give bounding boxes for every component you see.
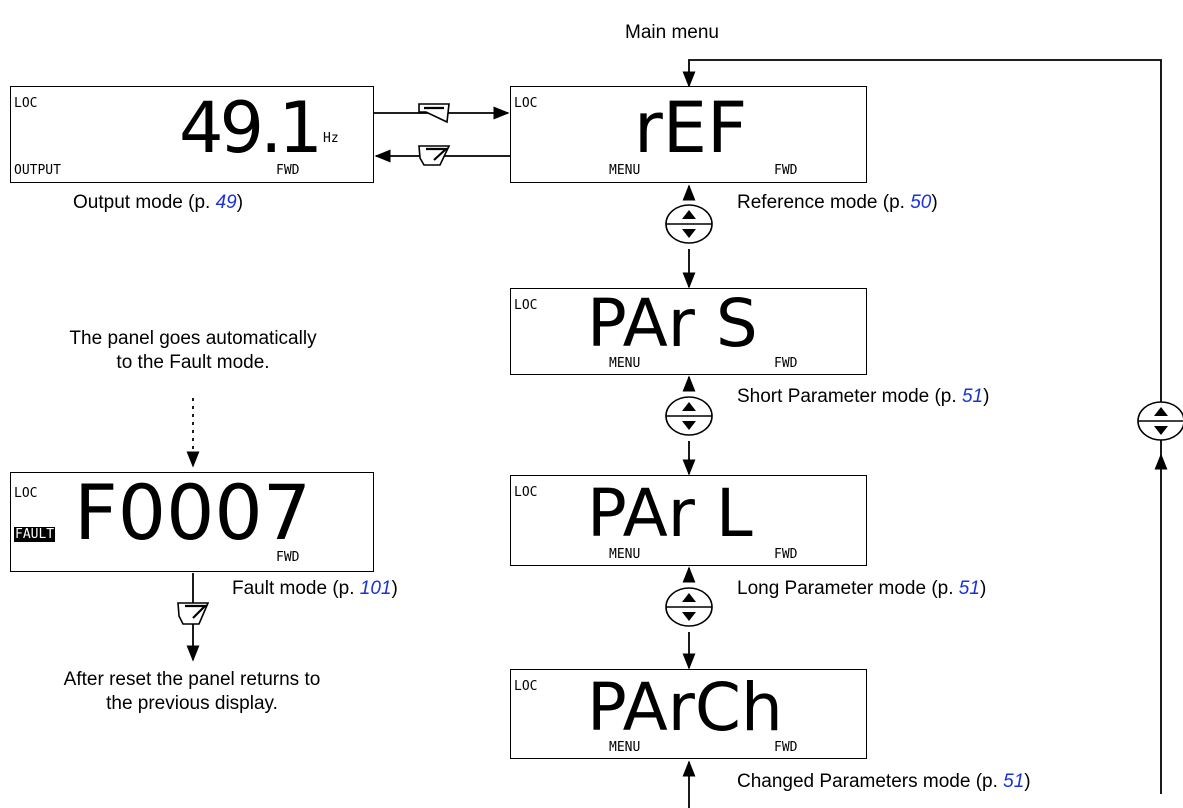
main-menu-label: Main menu [625, 22, 719, 43]
auto-fault-note: The panel goes automatically to the Faul… [10, 327, 376, 375]
loc-indicator: LOC [514, 679, 538, 694]
long-parameter-display: LOC PAr L MENU FWD [510, 475, 867, 566]
loc-indicator: LOC [514, 485, 538, 500]
changed-parameters-value: PArCh [587, 669, 783, 746]
changed-parameters-caption: Changed Parameters mode (p. 51) [737, 771, 1031, 792]
after-reset-note: After reset the panel returns to the pre… [0, 668, 384, 716]
loc-indicator: LOC [514, 96, 538, 111]
short-parameter-caption: Short Parameter mode (p. 51) [737, 386, 990, 407]
loc-indicator: LOC [14, 96, 38, 111]
up-down-arrow-key-icon [665, 204, 713, 244]
menu-indicator: MENU [609, 163, 641, 178]
page-ref-link[interactable]: 51 [961, 386, 984, 407]
fault-code-value: F0007 [74, 468, 312, 557]
after-reset-note-line1: After reset the panel returns to [63, 669, 321, 690]
direction-indicator: FWD [276, 550, 300, 565]
direction-indicator: FWD [276, 163, 300, 178]
long-parameter-value: PAr L [587, 475, 753, 552]
direction-indicator: FWD [774, 740, 798, 755]
output-unit: Hz [323, 131, 339, 146]
auto-fault-note-line2: to the Fault mode. [116, 352, 270, 373]
menu-indicator: MENU [609, 740, 641, 755]
soft-key-left-icon [418, 103, 450, 124]
fault-mode-caption: Fault mode (p. 101) [232, 578, 398, 599]
loc-indicator: LOC [14, 486, 38, 501]
soft-key-fault-reset-icon [177, 602, 210, 625]
reference-mode-caption: Reference mode (p. 50) [737, 192, 938, 213]
output-mode-display: LOC 49.1 Hz OUTPUT FWD [10, 86, 374, 183]
fault-mode-display: LOC FAULT F0007 FWD [10, 472, 374, 572]
reference-mode-display: LOC rEF MENU FWD [510, 86, 867, 183]
fault-tag: FAULT [14, 527, 56, 542]
direction-indicator: FWD [774, 163, 798, 178]
output-value: 49.1 [179, 87, 323, 169]
mode-indicator: OUTPUT [14, 163, 61, 178]
loc-indicator: LOC [514, 298, 538, 313]
direction-indicator: FWD [774, 547, 798, 562]
page-ref-link[interactable]: 51 [958, 578, 980, 599]
soft-key-right-icon [418, 145, 451, 166]
page-ref-link[interactable]: 51 [1003, 771, 1025, 792]
up-down-arrow-key-icon [1137, 401, 1183, 441]
up-down-arrow-key-icon [665, 396, 713, 436]
reference-value: rEF [634, 87, 748, 169]
short-parameter-value: PAr S [587, 285, 758, 362]
page-ref-link[interactable]: 101 [359, 578, 392, 599]
long-parameter-caption: Long Parameter mode (p. 51) [737, 578, 987, 599]
menu-indicator: MENU [609, 356, 641, 371]
up-down-arrow-key-icon [665, 587, 713, 627]
main-menu-loop-line [682, 59, 1168, 808]
auto-fault-note-line1: The panel goes automatically [69, 328, 317, 349]
fault-indicator: FAULT [14, 527, 56, 542]
after-reset-note-line2: the previous display. [106, 693, 278, 714]
page-ref-link[interactable]: 50 [910, 192, 932, 213]
page-ref-link[interactable]: 49 [215, 192, 237, 213]
short-parameter-display: LOC PAr S MENU FWD [510, 288, 867, 375]
output-mode-caption: Output mode (p. 49) [73, 192, 244, 213]
menu-indicator: MENU [609, 547, 641, 562]
direction-indicator: FWD [774, 356, 798, 371]
changed-parameters-display: LOC PArCh MENU FWD [510, 669, 867, 759]
